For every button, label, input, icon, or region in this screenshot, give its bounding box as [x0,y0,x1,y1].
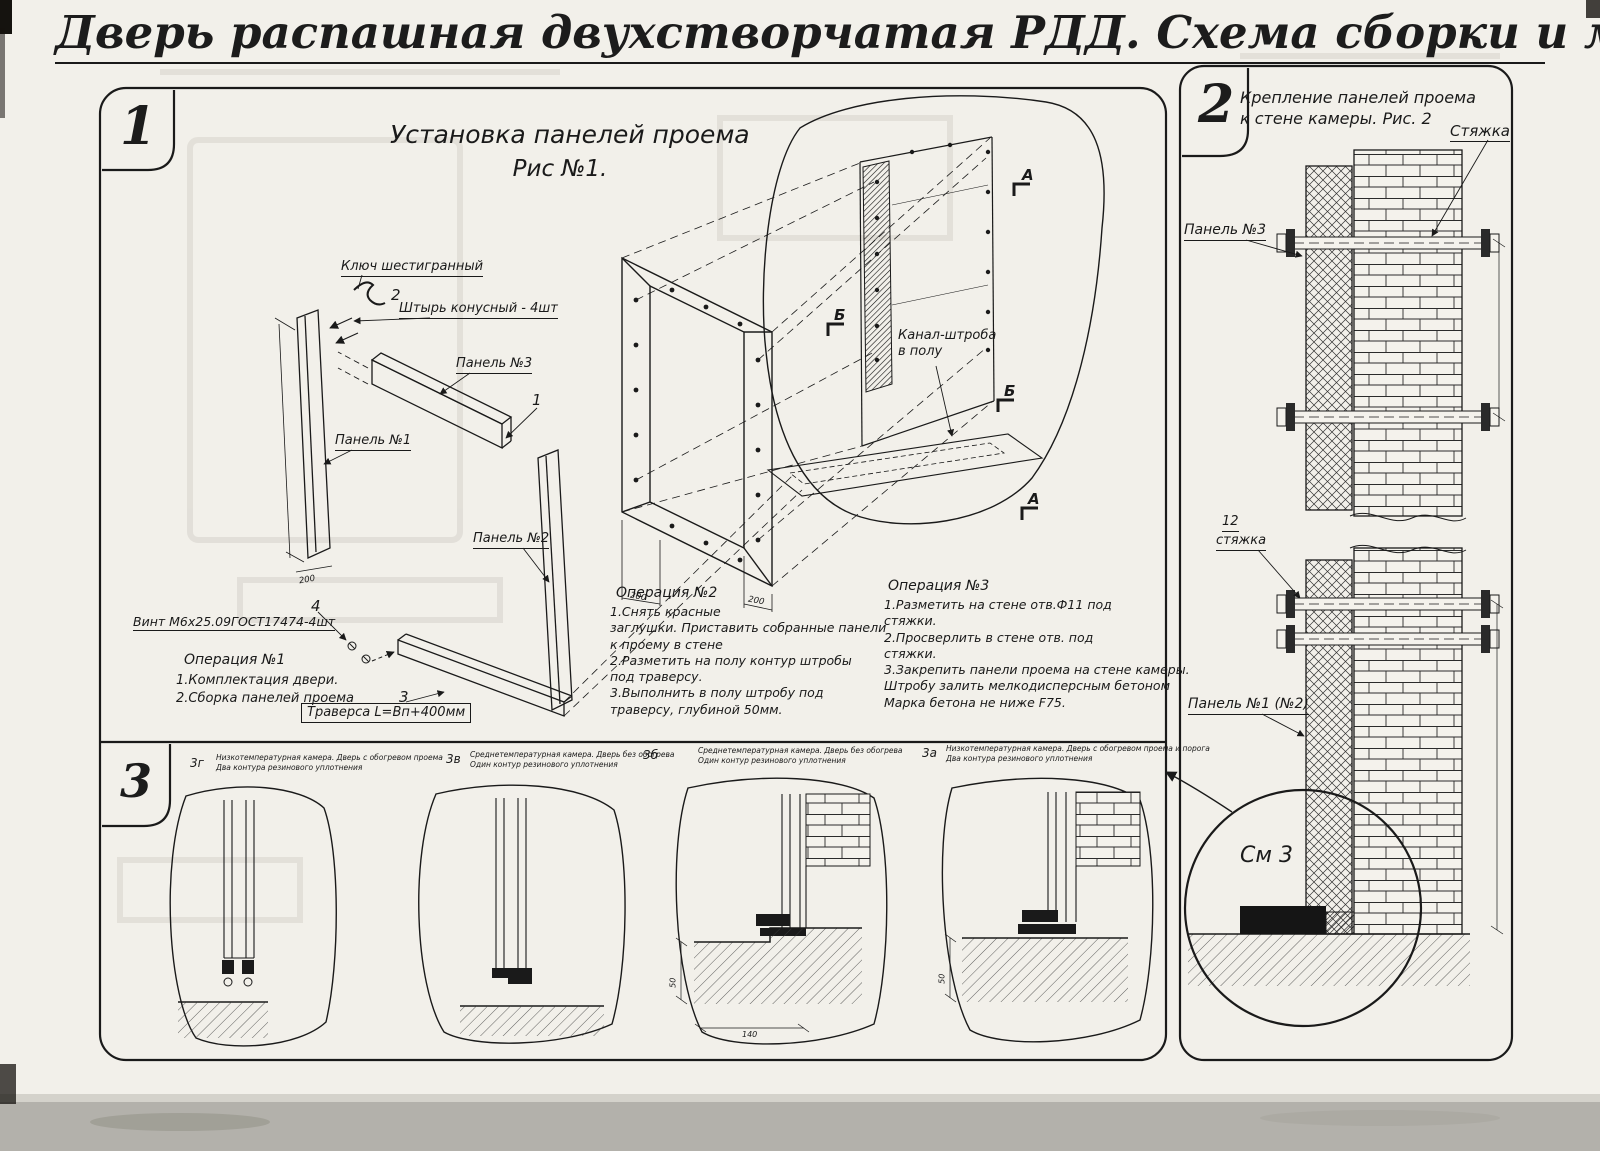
detail-3g-id: 3г [190,756,204,770]
detail-3a-id: 3а [922,746,937,760]
break-line-2 [1349,544,1467,554]
detail-3a-caption: Низкотемпературная камера. Дверь с обогр… [946,744,1210,763]
section-mark-b-mid: Б [834,306,846,324]
label-tie-mid: стяжка [1216,533,1267,551]
badge1-tab [102,90,176,172]
frame-dims [621,520,773,612]
break-line-1 [1349,512,1467,522]
wall-opening [859,136,995,447]
label-see-detail-3: См 3 [1240,843,1293,868]
tie-rod-1 [1276,229,1500,257]
op3-title: Операция №3 [888,578,990,594]
panel3-section [1305,165,1353,511]
label-tie-top: Стяжка [1450,122,1510,142]
fig2-floor-detail [1165,771,1470,1028]
threshold-profile [1240,906,1326,934]
detail-3b-caption: Среднетемпературная камера. Дверь без об… [698,746,903,765]
floor-channel [766,433,1044,497]
anchor-holes [874,142,991,363]
op2-title: Операция №2 [616,585,718,601]
detail-circle [1183,788,1423,1028]
panel1-dim [274,317,333,573]
panel2-shape [537,449,573,712]
fig2-dims [1490,238,1506,935]
panel1-shape [296,309,331,559]
tie-rod-2 [1276,403,1500,431]
detail-3g-drawing [169,786,337,1047]
section-mark-b-right: Б [1004,382,1016,400]
opening-jamb-hatch [862,160,893,393]
fig1-leaders [317,274,550,703]
detail-3g-caption: Низкотемпературная камера. Дверь с обогр… [216,753,443,772]
hex-key-icon [353,281,386,306]
right-panel-frame [1178,64,1514,1062]
detail-3a-drawing [941,777,1154,1043]
label-tie-num: 12 [1222,514,1239,532]
op1-title: Операция №1 [184,652,286,668]
screws [347,641,395,664]
badge-1: 1 [120,96,157,157]
badge2-tab [1182,68,1250,158]
detail-3v-id: 3в [446,752,461,766]
frame-holes [633,287,761,563]
detail-3b-drawing [675,777,888,1045]
op2-body: 1.Снять красные заглушки. Приставить соб… [610,604,887,717]
dim-140-3b: 140 [742,1030,758,1039]
left-panel-frame [98,86,1168,1062]
label-panel3-section: Панель №3 [1184,222,1266,241]
fig2-title: Крепление панелей проема к стене камеры.… [1240,88,1476,128]
projection-lines [563,137,993,717]
fig1-assembled-frame [621,256,773,612]
label-cone-pin: Штырь конусный - 4шт [399,301,558,319]
section-mark-a-top: А [1022,166,1034,184]
item-num-1: 1 [532,391,542,409]
label-panel-2: Панель №2 [473,531,550,549]
fig2-wall-section [1165,139,1506,1028]
badge-2: 2 [1198,74,1235,135]
fig1-subtitle: Рис №1. [512,156,608,182]
label-panel-1: Панель №1 [335,433,412,451]
dim-50-3b: 50 [668,977,678,988]
dim-50-3a: 50 [937,973,947,984]
detail-3b-id: 3б [643,748,659,762]
sheet-frames [55,62,1545,1062]
fig1-exploded-view [274,274,573,717]
label-floor-channel: Канал-штроба в полу [898,328,997,359]
section-marks [826,182,1038,520]
detail-3v-drawing [418,784,626,1044]
tie-rod-4 [1276,625,1500,653]
cone-pins [329,317,359,344]
wall-outline [762,95,1105,525]
label-panel12-section: Панель №1 (№2) [1188,696,1309,715]
fig1-wall [762,95,1105,525]
brick-wall-upper [1353,149,1463,517]
panel12-section [1305,559,1353,935]
detail-arrow [1165,771,1233,813]
section-mark-a-bottom: А [1028,490,1040,508]
badge3-tab [102,744,172,828]
item-num-4: 4 [311,597,321,615]
fig2-leaders [1245,139,1489,737]
op1-body: 1.Комплектация двери. 2.Сборка панелей п… [176,673,354,706]
label-screw: Винт М6х25.09ГОСТ17474-4шт [133,614,336,631]
label-panel-3: Панель №3 [456,356,533,374]
item-num-3: 3 [399,688,409,706]
tie-rod-3 [1276,590,1500,618]
fig1-title: Установка панелей проема [390,120,750,149]
label-traverse: Траверса L=Вп+400мм [301,703,472,723]
fig3-details [169,777,1154,1047]
detail-3v-caption: Среднетемпературная камера. Дверь без об… [470,750,675,769]
sheet-title: Дверь распашная двухстворчатая РДД. Схем… [55,6,1600,59]
item-num-2: 2 [391,286,401,304]
op3-body: 1.Разметить на стене отв.Ф11 под стяжки.… [884,597,1190,710]
label-hex-key: Ключ шестигранный [341,259,484,277]
brick-wall-lower [1353,547,1463,935]
badge-3: 3 [120,754,153,808]
